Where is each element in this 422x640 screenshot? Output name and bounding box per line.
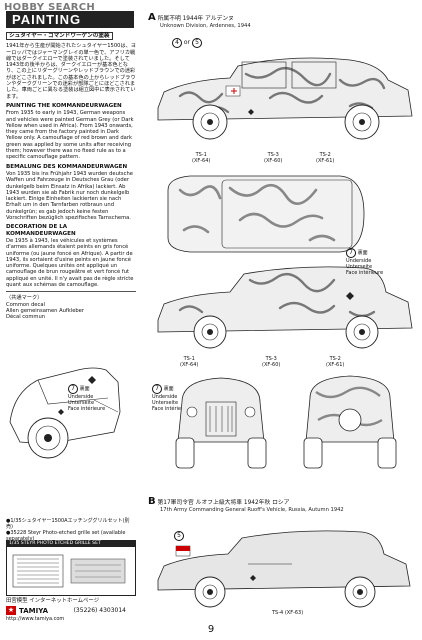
pe-box-title: 1/35 STEYR PHOTO ETCHED GRILLE SET <box>7 541 135 547</box>
common-decal-en: Common decal <box>6 301 45 308</box>
divider <box>6 291 136 293</box>
paint-b1: TS-4 (XF-63) <box>272 610 304 616</box>
left-underside-jp: 裏面 <box>79 386 90 392</box>
decal-7-badge: 7 <box>346 248 356 258</box>
paint-a5: TS-3(XF-60) <box>262 356 281 368</box>
painting-banner: PAINTING <box>6 11 134 28</box>
left-text-column: シュタイヤー・コマンドワーゲンの塗装 1941年から生産が開始されたシュタイヤー… <box>6 32 136 320</box>
product-code: (35226) 4303014 <box>73 607 126 614</box>
section-a-title-en: Unknown Division, Ardennes, 1944 <box>160 23 251 29</box>
website-note: 田宮模型 インターネットホームページ <box>6 598 99 605</box>
common-decal-jp: （共通マーク） <box>6 295 43 302</box>
paint-a3: TS-2(XF-61) <box>316 152 335 164</box>
section-a-side-view <box>157 57 413 140</box>
pe-note-en: ●35228 Steyr Photo-etched grille set (av… <box>6 530 126 542</box>
section-b-title-jp: 第17軍司令官 ルオフ上級大将車 1942年秋 ロシア <box>157 500 290 506</box>
tamiya-logo: ★ TAMIYA (35226) 4303014 <box>6 606 126 615</box>
page-number: 9 <box>207 624 215 635</box>
section-a-title-jp: 所属不明 1944年 アルデンヌ <box>157 16 234 22</box>
section-a-rear-view <box>303 375 397 469</box>
common-decal-illustration <box>9 367 121 459</box>
site-url: http://www.tamiya.com <box>6 616 65 622</box>
left-underside-en: Underside <box>68 394 94 400</box>
photo-etched-note: ●1/35シュタイヤー1500Aエッチンググリルセット(別売) ●35228 S… <box>6 518 136 542</box>
de-heading: BEMALUNG DES KOMMANDEURWAGEN <box>6 163 128 170</box>
decal-5-b-badge: 5 <box>174 531 184 541</box>
section-b-caption: B 第17軍司令官 ルオフ上級大将車 1942年秋 ロシア 17th Army … <box>148 496 418 514</box>
fr-body: De 1935 à 1943, les véhicules et système… <box>6 237 134 288</box>
decal-5-badge: 5 <box>191 38 202 48</box>
site-label: 田宮模型 インターネットホームページ <box>6 598 100 604</box>
section-b-decal-marker: 5 <box>174 522 184 541</box>
left-underside-de: Unterseite <box>68 400 95 406</box>
tamiya-star-icon: ★ <box>6 606 16 615</box>
photo-etched-box: 1/35 STEYR PHOTO ETCHED GRILLE SET <box>6 540 136 596</box>
brand-name: TAMIYA <box>19 606 49 615</box>
decal-number-badge: 7 <box>68 384 78 394</box>
section-a-letter: A <box>148 12 156 23</box>
en-heading: PAINTING THE KOMMANDEURWAGEN <box>6 102 122 109</box>
de-body: Von 1935 bis ins Frühjahr 1943 wurden de… <box>6 170 133 222</box>
section-a-front-decal: 7 裏面 Underside Unterseite Face intérieur… <box>152 384 190 412</box>
section-a-underside-note: 7 裏面 Underside Unterseite Face intérieur… <box>346 248 384 276</box>
section-a-decal-markers: 4 or 5 <box>172 38 202 48</box>
fr-heading: DECORATION DE LA KOMMANDEURWAGEN <box>6 224 76 237</box>
en-body: From 1935 to early in 1943, German weapo… <box>6 110 134 161</box>
paint-a6: TS-2(XF-61) <box>326 356 345 368</box>
section-a-side-view-canopy <box>157 266 413 349</box>
jp-body: 1941年から生産が開始されたシュタイヤー1500は、ヨーロッパではジャーマング… <box>6 43 136 100</box>
pe-grille-drawing <box>12 554 126 588</box>
left-underside-fr: Face intérieure <box>68 406 106 412</box>
left-underside-note: 7 裏面 Underside Unterseite Face intérieur… <box>68 384 105 412</box>
paint-a4: TS-1(XF-64) <box>180 356 199 368</box>
decal-4-badge: 4 <box>172 38 182 48</box>
pe-note-jp: ●1/35シュタイヤー1500Aエッチンググリルセット(別売) <box>6 518 130 530</box>
section-a-top-view <box>167 175 365 253</box>
section-b-side-view <box>157 530 411 608</box>
paint-a2: TS-3(XF-60) <box>264 152 283 164</box>
decal-7-front-badge: 7 <box>152 384 162 394</box>
section-b-letter: B <box>148 496 156 507</box>
section-b-title-en: 17th Army Commanding General Ruoff's Veh… <box>160 507 344 513</box>
section-a-front-view <box>175 377 267 469</box>
paint-a1: TS-1(XF-64) <box>192 152 211 164</box>
common-decal-fr: Décal commun <box>6 314 46 321</box>
section-a-caption: A 所属不明 1944年 アルデンヌ Unknown Division, Ard… <box>148 12 418 30</box>
watermark: HOBBY SEARCH <box>4 2 96 13</box>
jp-heading: シュタイヤー・コマンドワーゲンの塗装 <box>6 32 113 41</box>
common-decal-de: Allen gemeinsamen Aufkleber <box>6 307 84 314</box>
